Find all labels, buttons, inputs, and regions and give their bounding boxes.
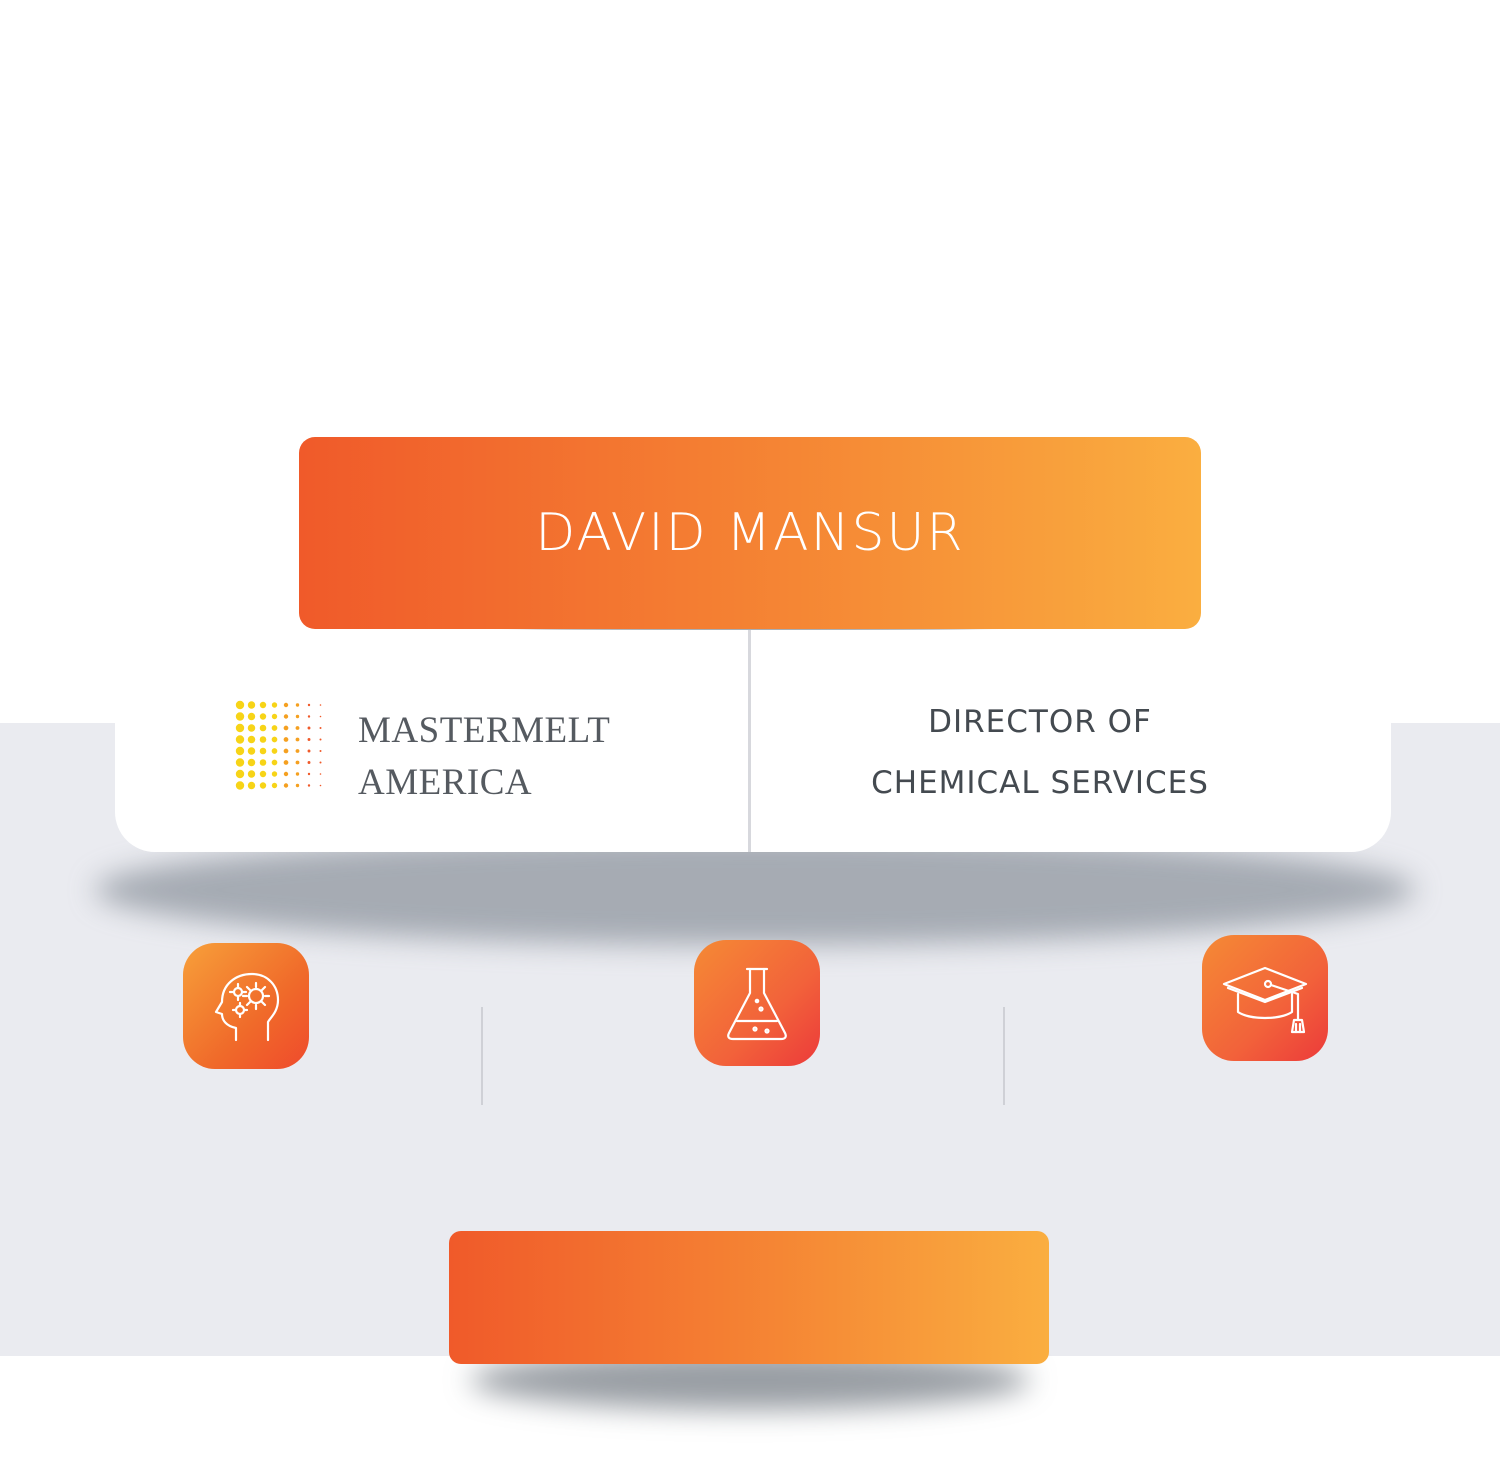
logo-dot (307, 784, 311, 787)
logo-dot (295, 737, 300, 742)
logo-dot (283, 783, 289, 788)
name-banner: DAVID MANSUR (299, 437, 1201, 629)
brain-gears-icon-tile (183, 943, 309, 1069)
logo-dot (319, 715, 322, 718)
icon-separator (481, 1007, 483, 1105)
logo-dot (319, 761, 322, 764)
logo-dot (295, 749, 300, 753)
logo-dot (319, 750, 322, 752)
logo-dot (283, 725, 289, 731)
icon-separator (1003, 1007, 1005, 1105)
logo-dot (319, 784, 322, 787)
logo-dot (295, 772, 300, 776)
logo-dot (295, 783, 300, 788)
logo-dot (235, 746, 245, 756)
logo-dot (271, 736, 278, 743)
job-title: DIRECTOR OF CHEMICAL SERVICES (820, 692, 1260, 814)
person-name: DAVID MANSUR (535, 503, 965, 563)
company-name: MASTERMELT AMERICA (358, 705, 610, 809)
logo-dot (307, 715, 311, 718)
logo-dot (259, 713, 267, 720)
logo-dot (307, 749, 311, 753)
brain-gears-icon (214, 972, 280, 1042)
logo-dot (247, 770, 256, 778)
logo-dot (283, 737, 289, 742)
logo-dot (247, 747, 256, 755)
logo-dot (295, 760, 300, 765)
logo-dot (259, 736, 267, 743)
logo-dot (235, 700, 245, 710)
graduation-cap-icon (1222, 966, 1308, 1034)
logo-dot (259, 770, 267, 778)
logo-dot (295, 726, 300, 730)
job-title-line1: DIRECTOR OF (928, 704, 1152, 740)
logo-dot (235, 758, 245, 767)
logo-dot (259, 782, 267, 789)
logo-dot (259, 724, 267, 732)
logo-dot (235, 712, 245, 721)
logo-dot (271, 771, 278, 777)
logo-dot (307, 703, 311, 707)
logo-dot (319, 704, 322, 706)
logo-dot (271, 759, 278, 766)
logo-dot (283, 760, 289, 765)
logo-dot (283, 748, 289, 754)
logo-dot (271, 725, 278, 731)
logo-dot (319, 738, 322, 741)
flask-icon (727, 967, 787, 1041)
logo-dot (259, 759, 267, 766)
logo-dot (259, 747, 267, 755)
company-name-line2: AMERICA (358, 762, 533, 803)
company-logo-mark (235, 700, 322, 790)
logo-dot (271, 748, 278, 754)
card-shadow (95, 835, 1415, 945)
info-card (115, 630, 1391, 852)
logo-dot (283, 702, 289, 708)
logo-dot (247, 701, 256, 709)
logo-dot (235, 723, 245, 733)
logo-dot (295, 714, 300, 719)
logo-dot (271, 702, 278, 708)
logo-dot (319, 773, 322, 775)
logo-dot (235, 781, 245, 790)
logo-dot (247, 781, 256, 790)
logo-dot (247, 735, 256, 744)
graduation-cap-icon-tile (1202, 935, 1328, 1061)
logo-dot (247, 724, 256, 732)
logo-dot (307, 772, 311, 776)
logo-dot (307, 738, 311, 741)
logo-dot (271, 713, 278, 720)
logo-dot (271, 782, 278, 789)
flask-icon-tile (694, 940, 820, 1066)
logo-dot (235, 769, 245, 779)
card-divider (748, 630, 751, 852)
logo-dot (259, 701, 267, 709)
logo-dot (307, 761, 311, 764)
logo-dot (235, 735, 245, 744)
job-title-line2: CHEMICAL SERVICES (871, 765, 1209, 801)
logo-dot (247, 758, 256, 767)
logo-dot (283, 771, 289, 777)
company-name-line1: MASTERMELT (358, 710, 611, 751)
bottom-banner (449, 1231, 1049, 1364)
logo-dot (283, 714, 289, 719)
logo-dot (295, 703, 300, 707)
logo-dot (247, 712, 256, 721)
logo-dot (307, 726, 311, 730)
logo-dot (319, 727, 322, 729)
